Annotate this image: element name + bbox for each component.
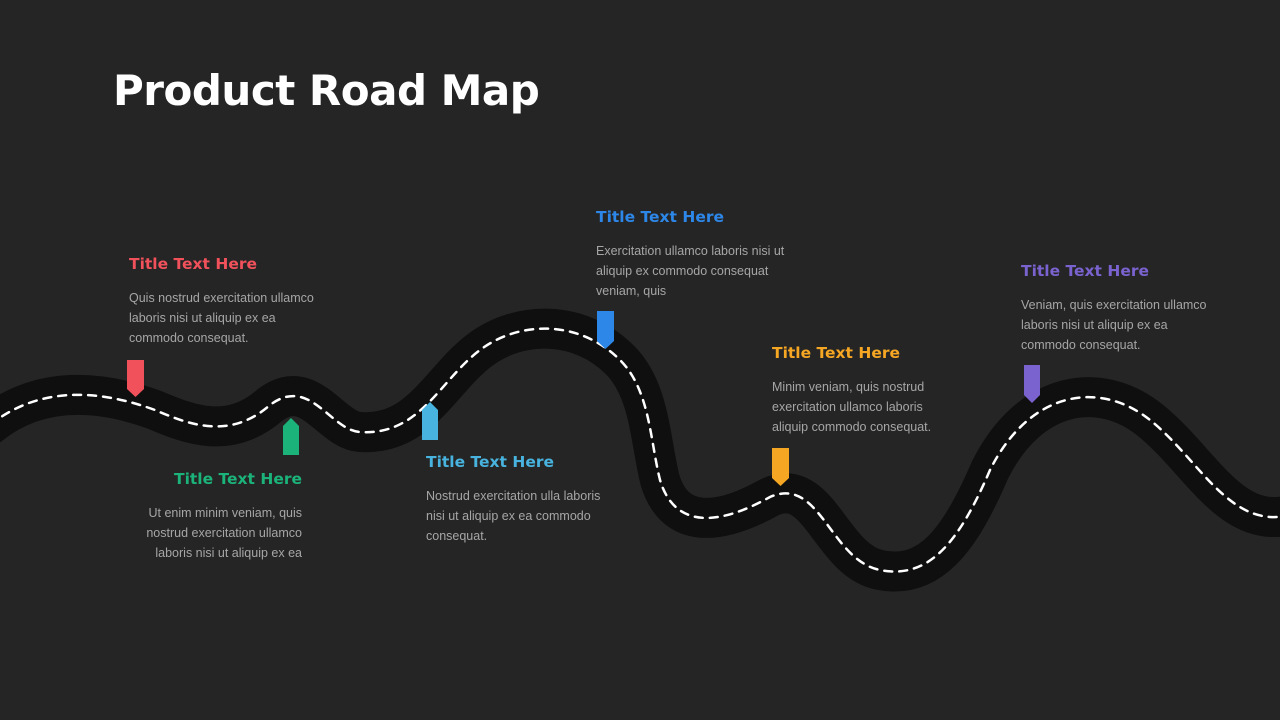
milestone-1: Title Text Here Quis nostrud exercitatio… xyxy=(129,254,329,348)
milestone-2-title: Title Text Here xyxy=(102,469,302,489)
milestone-5-body: Minim veniam, quis nostrud exercitation … xyxy=(772,377,962,437)
milestone-2: Title Text Here Ut enim minim veniam, qu… xyxy=(102,469,302,563)
milestone-6-marker-icon xyxy=(1024,365,1040,403)
milestone-1-body: Quis nostrud exercitation ullamco labori… xyxy=(129,288,319,348)
milestone-3-title: Title Text Here xyxy=(426,452,626,472)
milestone-6: Title Text Here Veniam, quis exercitatio… xyxy=(1021,261,1221,355)
milestone-4-marker-icon xyxy=(597,311,614,349)
milestone-5-title: Title Text Here xyxy=(772,343,972,363)
milestone-2-marker-icon xyxy=(283,418,299,455)
milestone-3: Title Text Here Nostrud exercitation ull… xyxy=(426,452,626,546)
milestone-4: Title Text Here Exercitation ullamco lab… xyxy=(596,207,796,301)
milestone-5-marker-icon xyxy=(772,448,789,486)
milestone-3-marker-icon xyxy=(422,402,438,440)
milestone-4-title: Title Text Here xyxy=(596,207,796,227)
milestone-6-title: Title Text Here xyxy=(1021,261,1221,281)
milestone-5: Title Text Here Minim veniam, quis nostr… xyxy=(772,343,972,437)
milestone-2-body: Ut enim minim veniam, quis nostrud exerc… xyxy=(112,503,302,563)
milestone-3-body: Nostrud exercitation ulla laboris nisi u… xyxy=(426,486,616,546)
milestone-6-body: Veniam, quis exercitation ullamco labori… xyxy=(1021,295,1211,355)
milestone-4-body: Exercitation ullamco laboris nisi ut ali… xyxy=(596,241,786,301)
milestone-1-title: Title Text Here xyxy=(129,254,329,274)
